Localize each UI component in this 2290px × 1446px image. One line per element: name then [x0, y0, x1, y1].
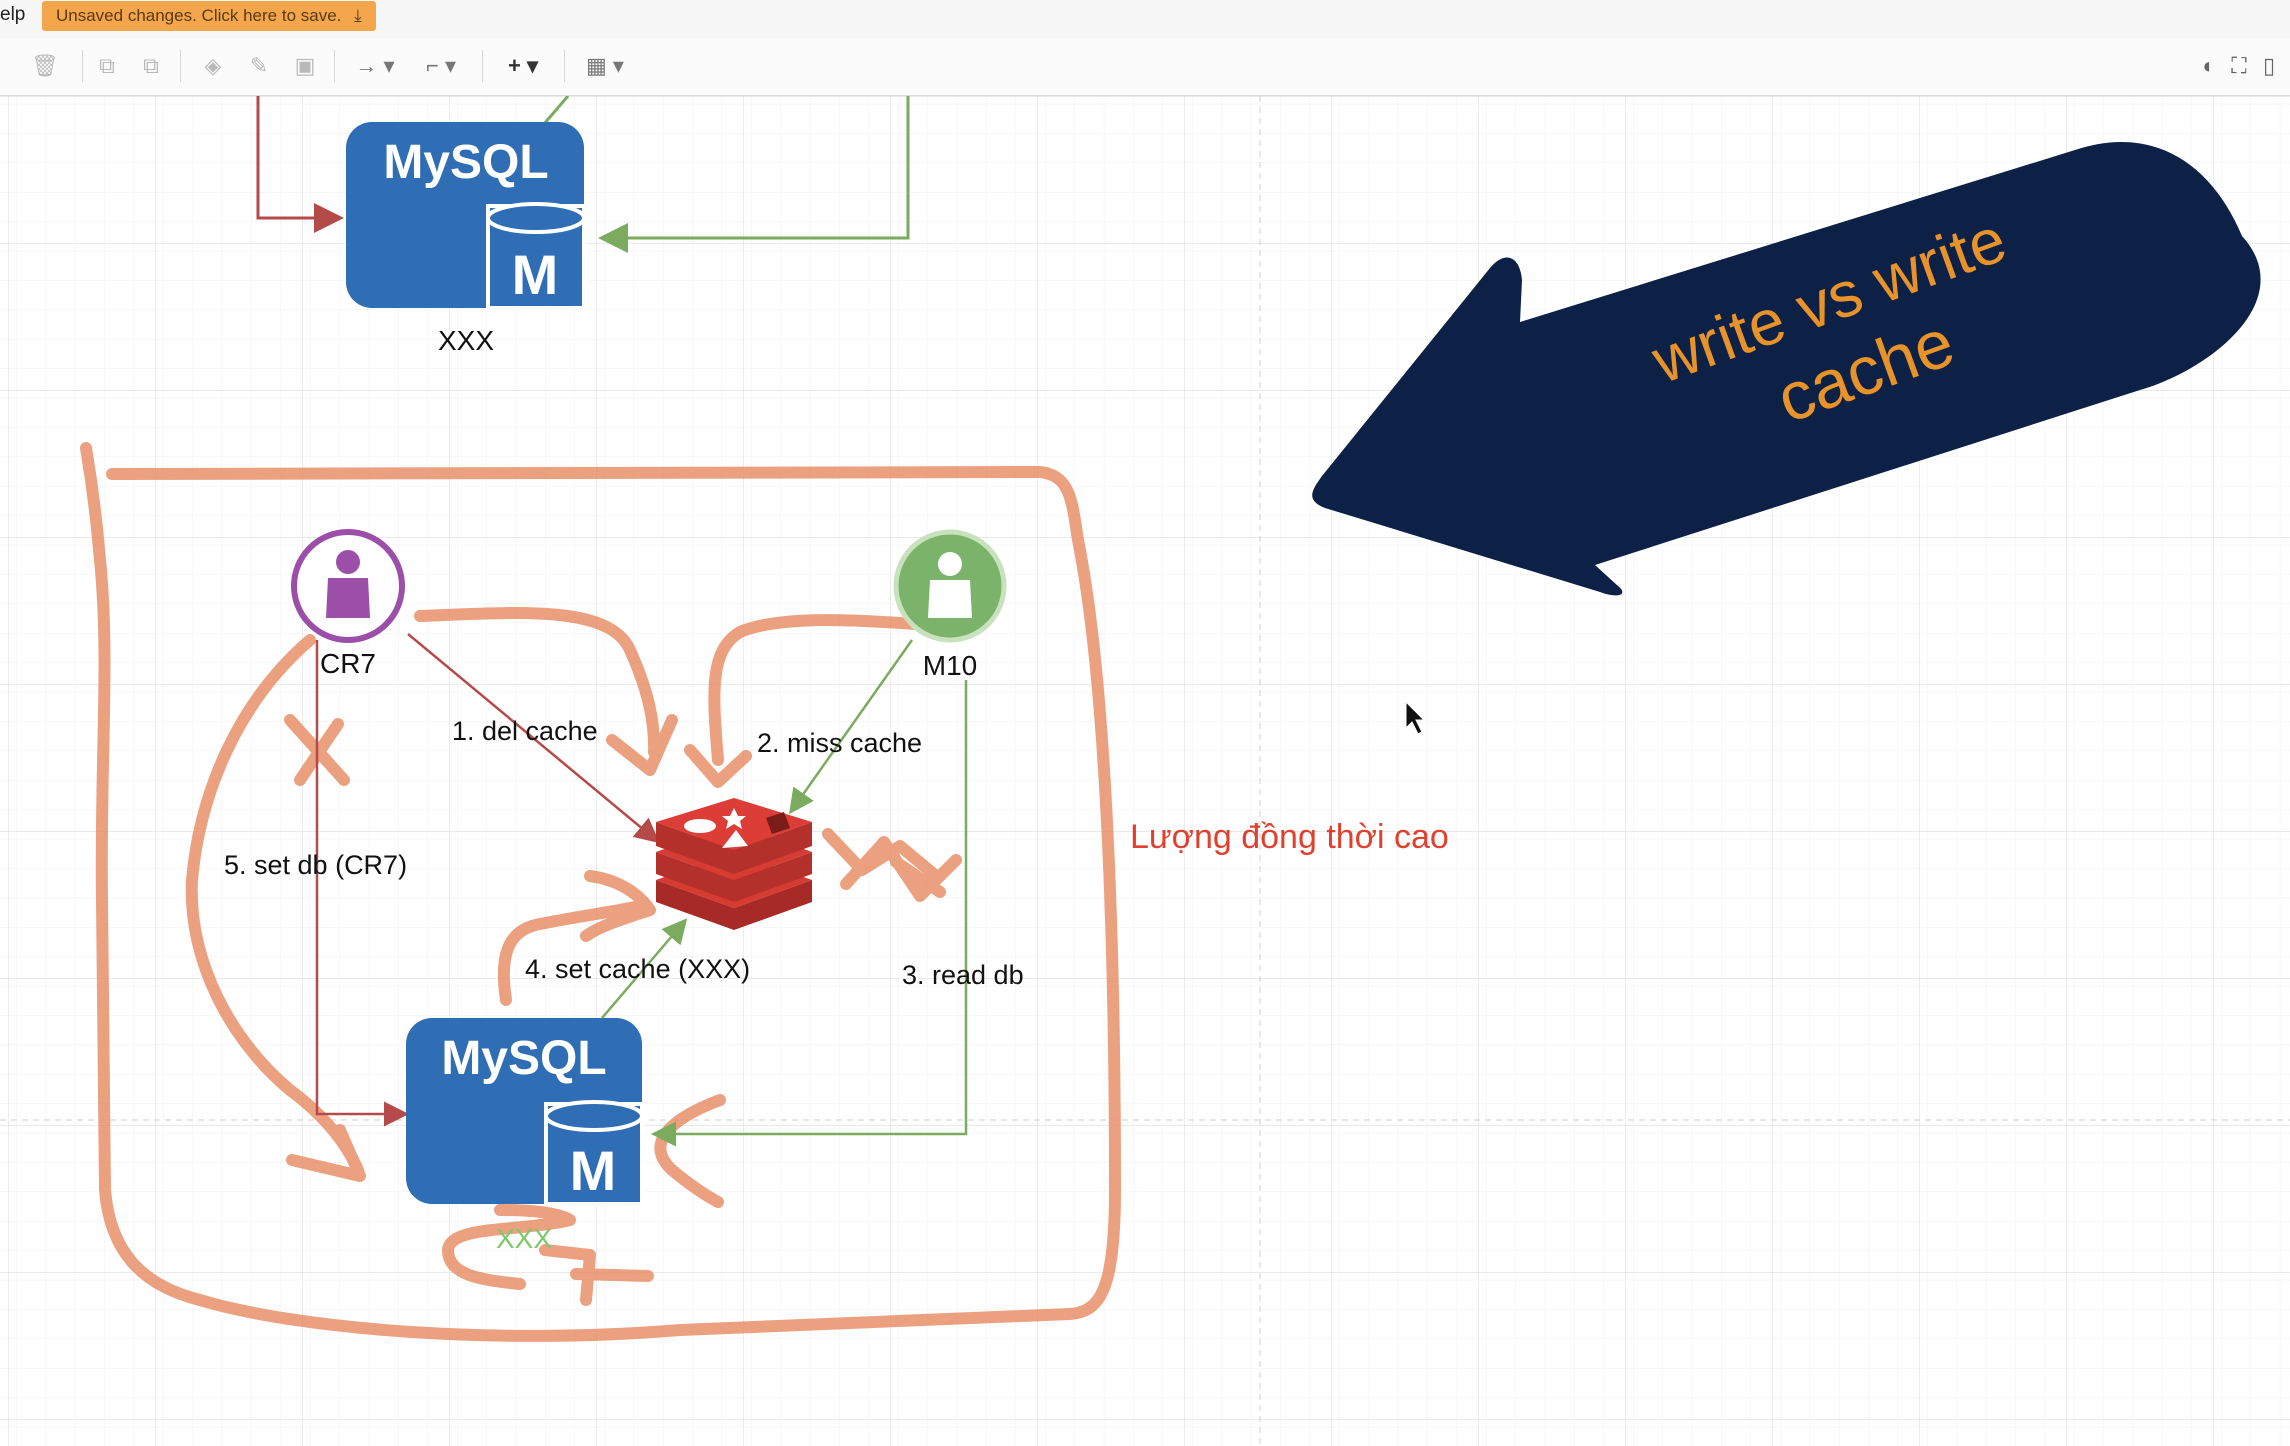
label-read-db: 3. read db [902, 960, 1024, 990]
user-cr7-node[interactable]: CR7 [291, 529, 405, 679]
mysql-bottom-label: XXX [496, 1223, 552, 1254]
edge-read-db [651, 680, 968, 1147]
mysql-bottom-text: MySQL [441, 1032, 606, 1085]
delete-icon[interactable]: 🗑 [31, 53, 59, 78]
toolbar-divider [564, 50, 565, 82]
toolbar-divider [334, 50, 335, 82]
unsaved-changes-button[interactable]: Unsaved changes. Click here to save. ⤓ [42, 1, 376, 31]
highlight-strokes [80, 442, 1121, 1342]
fullscreen-icon[interactable]: ⛶ [2231, 53, 2247, 78]
edge-green-top-2 [542, 96, 570, 125]
format-panel-icon[interactable]: ▯ [2262, 53, 2276, 78]
edge-del-cache [407, 633, 660, 844]
mysql-top-label: XXX [438, 325, 494, 356]
label-miss-cache: 2. miss cache [757, 728, 922, 758]
to-front-icon[interactable]: ⧉ [99, 53, 115, 78]
mysql-top-node[interactable]: MySQL M XXX [256, 96, 910, 356]
user-icon [938, 552, 962, 576]
table-icon[interactable]: ▦ ▾ [586, 53, 624, 78]
mysql-bottom-m: M [570, 1139, 617, 1202]
to-back-icon[interactable]: ⧉ [143, 53, 159, 78]
edge-set-db [315, 640, 409, 1127]
edge-green-top [598, 96, 910, 253]
edge-red-top [256, 96, 344, 233]
toolbar-divider [82, 50, 83, 82]
label-set-cache: 4. set cache (XXX) [525, 954, 750, 984]
annotation-high-concurrency: Lượng đồng thời cao [1130, 818, 1449, 856]
toolbar-divider [180, 50, 181, 82]
diagram-svg: MySQL M XXX write vs write cache [0, 96, 2290, 1446]
edge-set-cache [601, 918, 688, 1019]
download-icon: ⤓ [354, 6, 362, 25]
redis-icon [684, 819, 716, 833]
edge-miss-cache [789, 639, 914, 815]
insert-icon[interactable]: + ▾ [507, 53, 538, 78]
mysql-top-text: MySQL [383, 136, 548, 189]
user-m10-label: M10 [923, 650, 977, 681]
waypoints-icon[interactable]: ⌐ ▾ [425, 53, 456, 78]
label-set-db: 5. set db (CR7) [224, 850, 407, 880]
fill-color-icon[interactable]: ◈ [204, 53, 222, 78]
diagram-canvas[interactable]: MySQL M XXX write vs write cache [0, 96, 2290, 1446]
redis-cache-node[interactable] [656, 798, 812, 930]
user-cr7-label: CR7 [320, 648, 376, 679]
mouse-cursor-icon [1405, 700, 1426, 735]
menu-help[interactable]: elp [0, 4, 26, 25]
line-color-icon[interactable]: ✎ [249, 53, 269, 78]
shadow-icon[interactable]: ▣ [294, 53, 316, 78]
user-icon [336, 550, 360, 574]
toolbar-divider [482, 50, 483, 82]
unsaved-changes-label: Unsaved changes. Click here to save. [56, 6, 342, 25]
mysql-bottom-node[interactable]: MySQL M XXX [406, 1018, 644, 1254]
toolbar: 🗑 ⧉ ⧉ ◈ ✎ ▣ → ▾ ⌐ ▾ + ▾ ▦ ▾ ◐ ⛶ ▯ [0, 38, 2290, 96]
label-del-cache: 1. del cache [452, 716, 598, 746]
connection-icon[interactable]: → ▾ [355, 53, 395, 78]
top-bar: elp Unsaved changes. Click here to save.… [0, 0, 2290, 39]
user-m10-node[interactable]: M10 [893, 529, 1007, 681]
dark-mode-icon[interactable]: ◐ [2202, 53, 2216, 78]
mysql-top-m: M [512, 243, 559, 306]
